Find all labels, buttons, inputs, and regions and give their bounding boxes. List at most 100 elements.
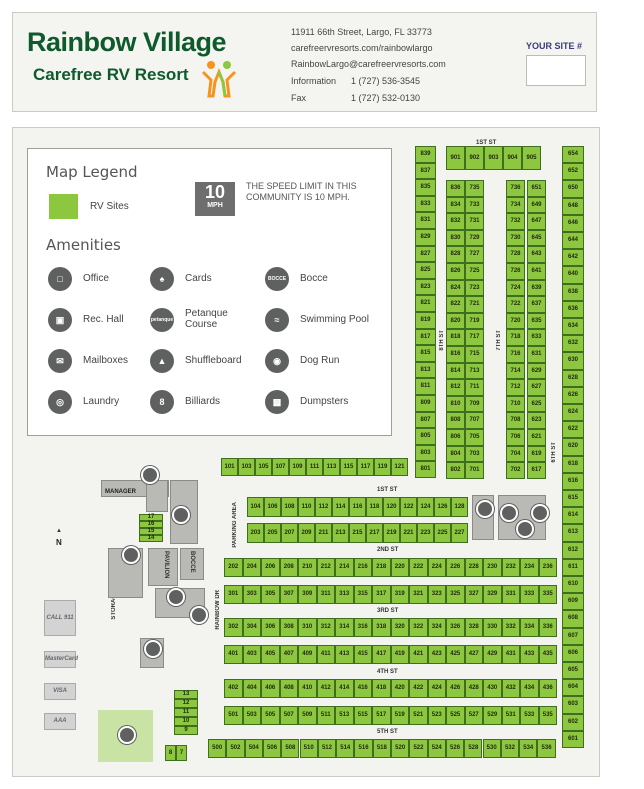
rv-site[interactable]: 834 — [446, 196, 465, 214]
rv-site[interactable]: 723 — [465, 279, 484, 297]
rv-site[interactable]: 14 — [139, 535, 163, 542]
rv-site[interactable]: 423 — [427, 645, 446, 664]
rv-site[interactable]: 8 — [165, 745, 176, 761]
rv-site[interactable]: 810 — [446, 395, 465, 413]
rv-site[interactable]: 825 — [415, 262, 436, 279]
rv-site[interactable]: 115 — [340, 458, 357, 476]
rv-site[interactable]: 618 — [562, 455, 584, 473]
rv-site[interactable]: 535 — [538, 706, 557, 725]
rv-site[interactable]: 701 — [465, 462, 484, 479]
rv-site[interactable]: 631 — [527, 346, 546, 363]
rv-site[interactable]: 636 — [562, 300, 584, 318]
rv-site[interactable]: 310 — [298, 618, 317, 637]
rv-site[interactable]: 220 — [390, 558, 409, 577]
rv-site[interactable]: 118 — [366, 497, 383, 517]
rv-site[interactable]: 717 — [465, 329, 484, 346]
rv-site[interactable]: 301 — [224, 585, 243, 604]
rv-site[interactable]: 729 — [465, 229, 484, 247]
rv-site[interactable]: 606 — [562, 644, 584, 662]
rv-site[interactable]: 121 — [391, 458, 408, 476]
rv-site[interactable]: 654 — [562, 146, 584, 164]
rv-site[interactable]: 523 — [427, 706, 446, 725]
rv-site[interactable]: 312 — [316, 618, 335, 637]
rv-site[interactable]: 521 — [409, 706, 428, 725]
rv-site[interactable]: 305 — [261, 585, 280, 604]
rv-site[interactable]: 412 — [316, 679, 335, 698]
rv-site[interactable]: 409 — [298, 645, 317, 664]
rv-site[interactable]: 615 — [562, 490, 584, 508]
rv-site[interactable]: 708 — [506, 412, 525, 429]
rv-site[interactable]: 833 — [415, 195, 436, 213]
rv-site[interactable]: 637 — [527, 296, 546, 313]
rv-site[interactable]: 647 — [527, 213, 546, 230]
rv-site[interactable]: 731 — [465, 213, 484, 230]
rv-site[interactable]: 736 — [506, 180, 525, 197]
rv-site[interactable]: 712 — [506, 379, 525, 396]
rv-site[interactable]: 7 — [176, 745, 187, 761]
rv-site[interactable]: 211 — [315, 523, 332, 543]
rv-site[interactable]: 622 — [562, 421, 584, 439]
rv-site[interactable]: 617 — [527, 462, 546, 479]
rv-site[interactable]: 811 — [415, 378, 436, 395]
rv-site[interactable]: 652 — [562, 163, 584, 181]
rv-site[interactable]: 122 — [400, 497, 417, 517]
rv-site[interactable]: 411 — [316, 645, 335, 664]
rv-site[interactable]: 818 — [446, 329, 465, 346]
rv-site[interactable]: 101 — [221, 458, 238, 476]
rv-site[interactable]: 320 — [390, 618, 409, 637]
rv-site[interactable]: 514 — [336, 739, 355, 758]
rv-site[interactable]: 207 — [281, 523, 298, 543]
rv-site[interactable]: 401 — [224, 645, 243, 664]
rv-site[interactable]: 508 — [281, 739, 300, 758]
rv-site[interactable]: 629 — [527, 362, 546, 380]
rv-site[interactable]: 827 — [415, 245, 436, 263]
rv-site[interactable]: 526 — [445, 739, 465, 758]
rv-site[interactable]: 512 — [317, 739, 337, 758]
rv-site[interactable]: 732 — [506, 213, 525, 230]
rv-site[interactable]: 319 — [390, 585, 409, 604]
rv-site[interactable]: 120 — [383, 497, 400, 517]
rv-site[interactable]: 601 — [562, 730, 584, 748]
rv-site[interactable]: 202 — [224, 558, 243, 577]
rv-site[interactable]: 415 — [353, 645, 372, 664]
dumpster-pin-icon[interactable] — [144, 640, 162, 658]
rv-site[interactable]: 805 — [415, 428, 436, 445]
rv-site[interactable]: 332 — [501, 618, 520, 637]
rv-site[interactable]: 533 — [520, 706, 539, 725]
rv-site[interactable]: 105 — [255, 458, 272, 476]
rv-site[interactable]: 651 — [527, 180, 546, 197]
rv-site[interactable]: 303 — [242, 585, 261, 604]
rv-site[interactable]: 510 — [299, 739, 318, 758]
rv-site[interactable]: 236 — [538, 558, 557, 577]
rv-site[interactable]: 703 — [465, 445, 484, 463]
rv-site[interactable]: 625 — [527, 395, 546, 413]
rv-site[interactable]: 318 — [372, 618, 391, 637]
rv-site[interactable]: 214 — [335, 558, 354, 577]
rv-site[interactable]: 529 — [483, 706, 502, 725]
rv-site[interactable]: 509 — [298, 706, 317, 725]
rv-site[interactable]: 403 — [242, 645, 261, 664]
rv-site[interactable]: 221 — [400, 523, 417, 543]
rv-site[interactable]: 623 — [527, 412, 546, 429]
rv-site[interactable]: 124 — [417, 497, 434, 517]
rv-site[interactable]: 324 — [427, 618, 446, 637]
rv-site[interactable]: 224 — [427, 558, 446, 577]
rv-site[interactable]: 632 — [562, 335, 584, 353]
rv-site[interactable]: 103 — [238, 458, 255, 476]
rv-site[interactable]: 327 — [464, 585, 483, 604]
rv-site[interactable]: 513 — [335, 706, 354, 725]
rv-site[interactable]: 816 — [446, 346, 465, 363]
rv-site[interactable]: 520 — [391, 739, 410, 758]
rv-site[interactable]: 820 — [446, 312, 465, 330]
rv-site[interactable]: 710 — [506, 395, 525, 413]
rv-site[interactable]: 704 — [506, 445, 525, 463]
rv-site[interactable]: 107 — [272, 458, 289, 476]
rv-site[interactable]: 325 — [446, 585, 465, 604]
rv-site[interactable]: 511 — [316, 706, 335, 725]
rv-site[interactable]: 640 — [562, 266, 584, 284]
rv-site[interactable]: 119 — [374, 458, 391, 476]
rv-site[interactable]: 114 — [332, 497, 349, 517]
rv-site[interactable]: 128 — [451, 497, 468, 517]
rv-site[interactable]: 638 — [562, 283, 584, 301]
rv-site[interactable]: 422 — [409, 679, 428, 698]
